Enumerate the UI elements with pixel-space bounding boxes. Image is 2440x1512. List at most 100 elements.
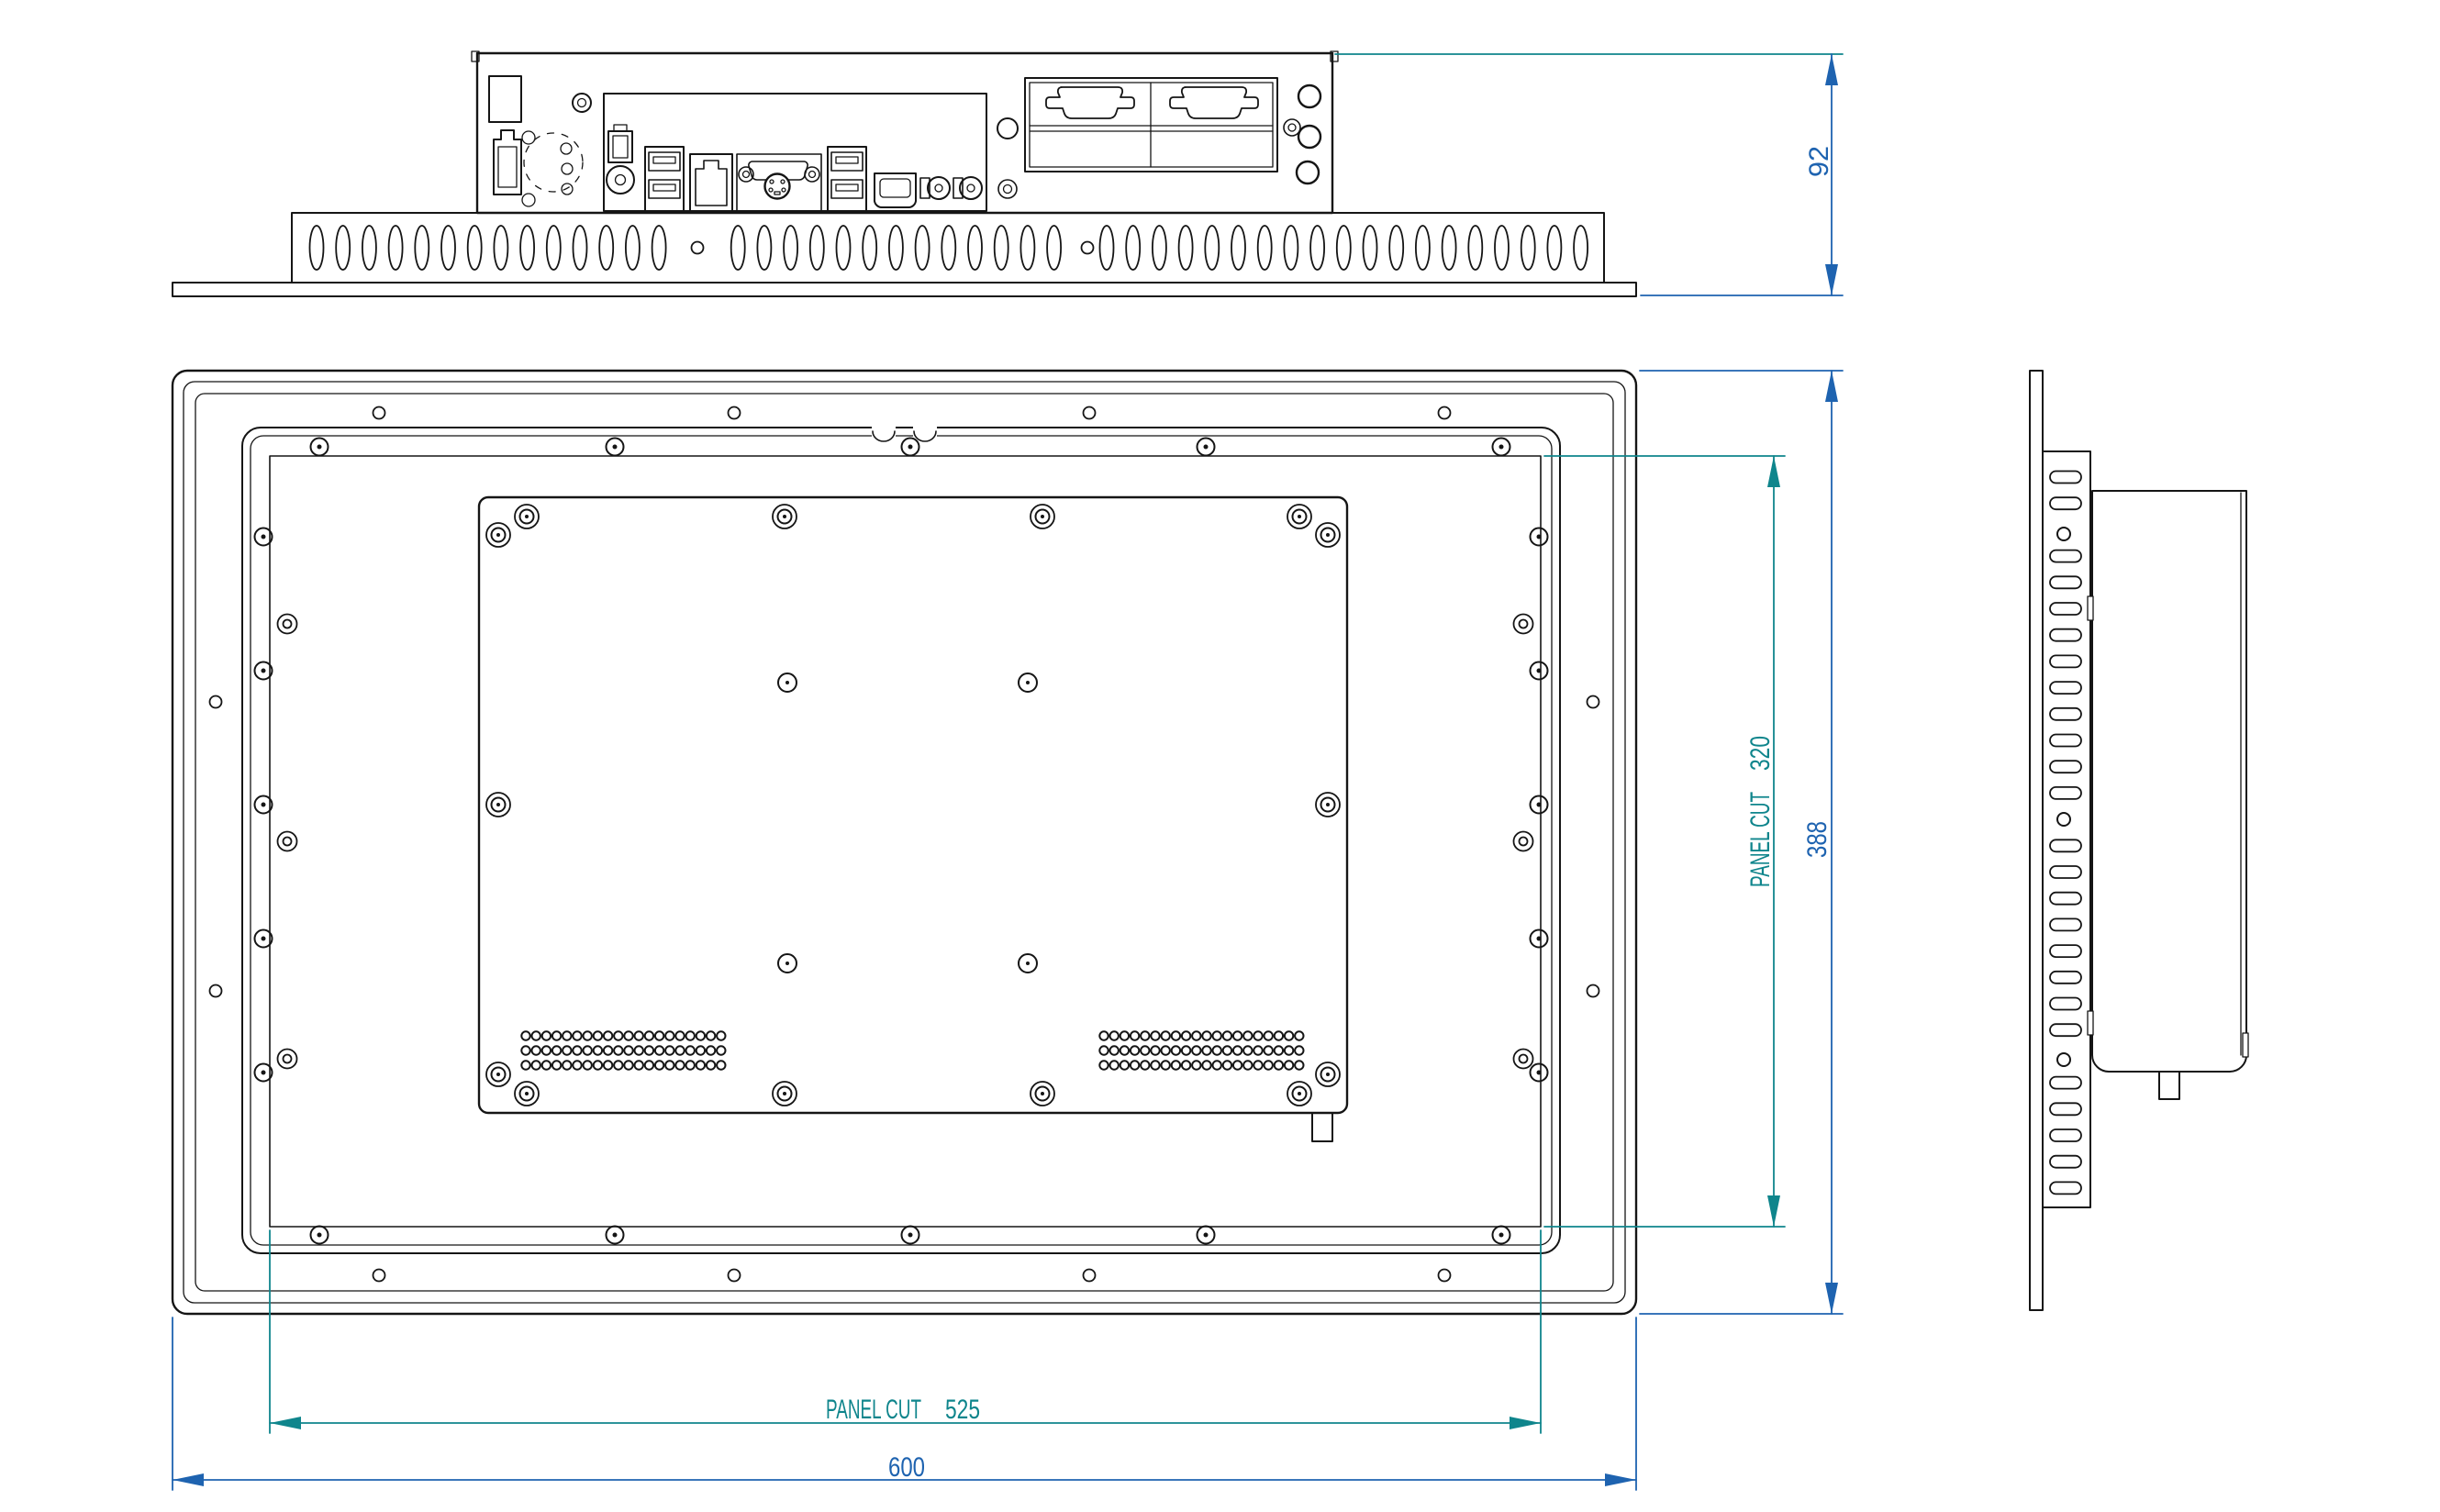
vent-hole — [1263, 1060, 1274, 1071]
vent-hole — [1273, 1030, 1285, 1041]
fin — [730, 225, 746, 271]
arrowhead — [173, 1473, 204, 1486]
vent-hole — [643, 1045, 655, 1056]
vent-slot — [2049, 654, 2082, 669]
fin — [1362, 225, 1378, 271]
dc-in-jack — [606, 165, 635, 195]
vent-hole — [1170, 1045, 1182, 1056]
arrowhead — [1825, 371, 1838, 402]
side-tab — [2158, 1071, 2180, 1100]
fin — [545, 225, 562, 271]
thumb-notch — [872, 430, 896, 442]
vent-hole — [1231, 1060, 1243, 1071]
vent-hole — [602, 1045, 614, 1056]
vent-hole — [592, 1060, 604, 1071]
arrowhead — [1767, 1195, 1780, 1227]
vent-hole — [674, 1030, 685, 1041]
screw-hole — [2056, 812, 2071, 827]
bezel-hole — [1082, 1268, 1097, 1283]
fin — [1046, 225, 1062, 271]
fin — [862, 225, 878, 271]
panel-cut-width-value: 525 — [945, 1395, 980, 1425]
hdmi-port — [873, 172, 918, 209]
screw-hole — [1297, 83, 1322, 109]
vent-hole — [674, 1045, 685, 1056]
vent-hole — [1273, 1045, 1285, 1056]
cable-tab — [1311, 1112, 1333, 1142]
vent-grids — [520, 1030, 1305, 1071]
vent-hole — [1160, 1030, 1171, 1041]
side-view — [2029, 370, 2249, 1311]
vga-port — [736, 153, 822, 212]
fin — [414, 225, 430, 271]
vent-hole — [520, 1060, 531, 1071]
screw-hole — [997, 179, 1018, 199]
bezel-hole — [1082, 406, 1097, 420]
vent-hole — [530, 1030, 541, 1041]
screw — [1529, 1062, 1549, 1083]
screw — [1030, 1081, 1055, 1106]
fin — [1546, 225, 1563, 271]
vent-slot — [2049, 1075, 2082, 1090]
vent-hole — [1253, 1030, 1264, 1041]
bezel-hole — [1437, 406, 1452, 420]
vent-hole — [1160, 1045, 1171, 1056]
vent-hole — [1109, 1030, 1120, 1041]
vent-hole — [602, 1030, 614, 1041]
screw — [485, 1062, 511, 1087]
vent-hole — [1242, 1030, 1253, 1041]
screw — [1529, 661, 1549, 681]
vent-hole — [1211, 1045, 1222, 1056]
bezel-hole — [372, 406, 386, 420]
vent-slot — [2049, 575, 2082, 590]
vent-hole — [1294, 1060, 1305, 1071]
side-vent-slots — [2049, 470, 2082, 1195]
fin — [1019, 225, 1036, 271]
clip — [2087, 595, 2094, 621]
vesa-screws — [777, 673, 1038, 973]
dimension-width-label: 600 — [888, 1452, 925, 1483]
screw — [309, 1225, 329, 1245]
vent-hole — [1109, 1045, 1120, 1056]
fin — [1441, 225, 1457, 271]
vent-hole — [705, 1030, 717, 1041]
screw — [605, 1225, 625, 1245]
dimension-overall-width: 600 — [172, 1317, 1637, 1491]
vent-hole — [705, 1045, 717, 1056]
vent-hole — [674, 1060, 685, 1071]
screw — [772, 1081, 797, 1106]
vent-hole — [551, 1045, 563, 1056]
bezel-hole — [727, 406, 741, 420]
vent-hole — [1119, 1030, 1131, 1041]
clip — [2087, 1010, 2094, 1036]
heatsink — [291, 212, 1605, 284]
fin — [335, 225, 351, 271]
bezel-hole — [208, 695, 223, 709]
screw — [309, 437, 329, 457]
fin — [1231, 225, 1246, 271]
fin — [361, 225, 377, 271]
screw — [1491, 1225, 1511, 1245]
vent-slot — [2049, 970, 2082, 984]
vent-hole — [685, 1045, 696, 1056]
arrowhead — [1510, 1417, 1541, 1429]
vent-hole — [1129, 1030, 1141, 1041]
vent-hole — [1180, 1030, 1192, 1041]
fin — [967, 225, 983, 271]
vesa-screw — [777, 673, 797, 693]
screw-hole — [276, 1048, 298, 1070]
fin — [598, 225, 615, 271]
vent-slot — [2049, 628, 2082, 642]
dimension-depth: 92 — [1334, 53, 1844, 296]
vent-hole — [1242, 1060, 1253, 1071]
dimension-overall-height: 388 — [1639, 370, 1844, 1315]
vent-hole — [1150, 1030, 1161, 1041]
screw — [1287, 504, 1312, 529]
panel-screw-holes — [276, 613, 1534, 1070]
db9-cutout — [1169, 86, 1259, 119]
vent-slot — [2049, 996, 2082, 1011]
vent-hole — [653, 1030, 665, 1041]
screw-hole — [1283, 118, 1301, 137]
vent-hole — [664, 1030, 675, 1041]
rear-view — [171, 369, 1638, 1316]
